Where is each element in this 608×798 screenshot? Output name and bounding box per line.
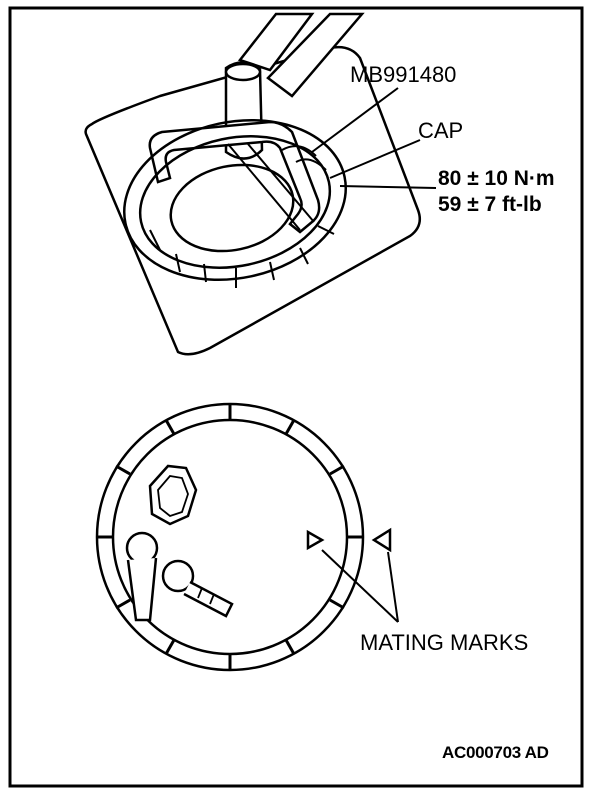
torque-nm-label: 80 ± 10 N·m [438,167,555,190]
figure-border [8,6,584,788]
triangle-mark-tank-icon [371,527,392,553]
tool-number-label: MB991480 [350,62,457,87]
bottom-leaders [321,549,399,623]
triangle-mark-flange-icon [306,529,325,551]
pump-flange [95,402,365,672]
figure-code: AC000703 AD [442,743,549,762]
cap-label: CAP [418,118,464,143]
mating-marks-label: MATING MARKS [360,630,529,655]
cap-rings [123,118,347,288]
torque-ftlb-label: 59 ± 7 ft-lb [438,193,542,216]
tank-plate [84,45,421,356]
top-leaders [311,87,437,189]
mating-mark-icons [306,527,392,553]
special-tool [148,12,365,234]
pump-fittings [125,464,234,622]
torque-spec: 80 ± 10 N·m 59 ± 7 ft-lb [438,166,555,218]
